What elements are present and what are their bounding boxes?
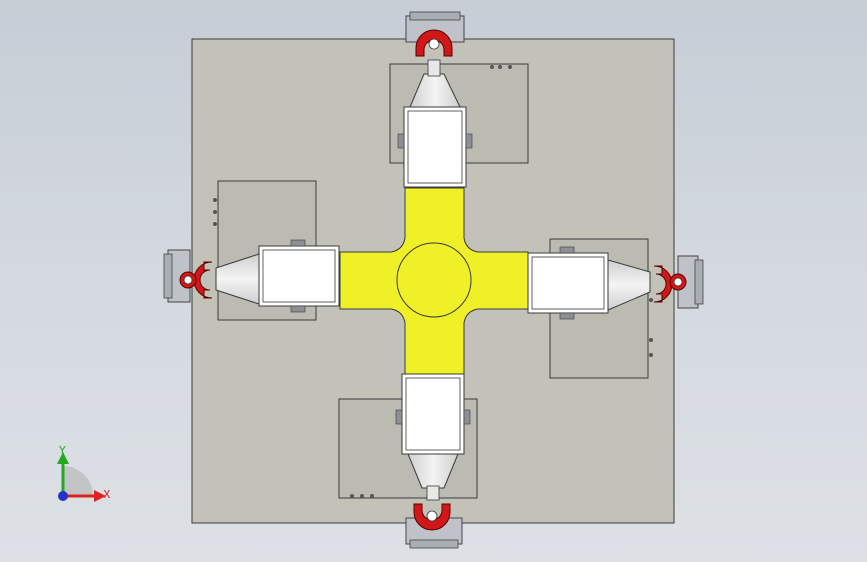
station-left-box [258,245,340,307]
axis-triad: Y X [57,444,111,502]
station-left-cone [215,253,260,305]
station-top [397,11,473,188]
module-hardware [213,65,653,498]
station-right-cone [607,259,651,311]
station-right-box [527,252,609,314]
station-left [163,239,340,313]
station-right [527,246,704,320]
triad-x-label: X [103,488,111,501]
station-top-box [403,106,467,188]
triad-arc [63,466,93,496]
gripper-icon [193,261,213,299]
gripper-icon [415,29,453,57]
triad-y-label: Y [58,444,66,457]
station-bottom [395,373,471,549]
gripper-icon [653,265,673,303]
station-bottom-cone [407,453,459,489]
station-bottom-box [401,373,465,455]
gripper-icon [413,503,451,531]
rotary-table-icon [396,242,472,318]
